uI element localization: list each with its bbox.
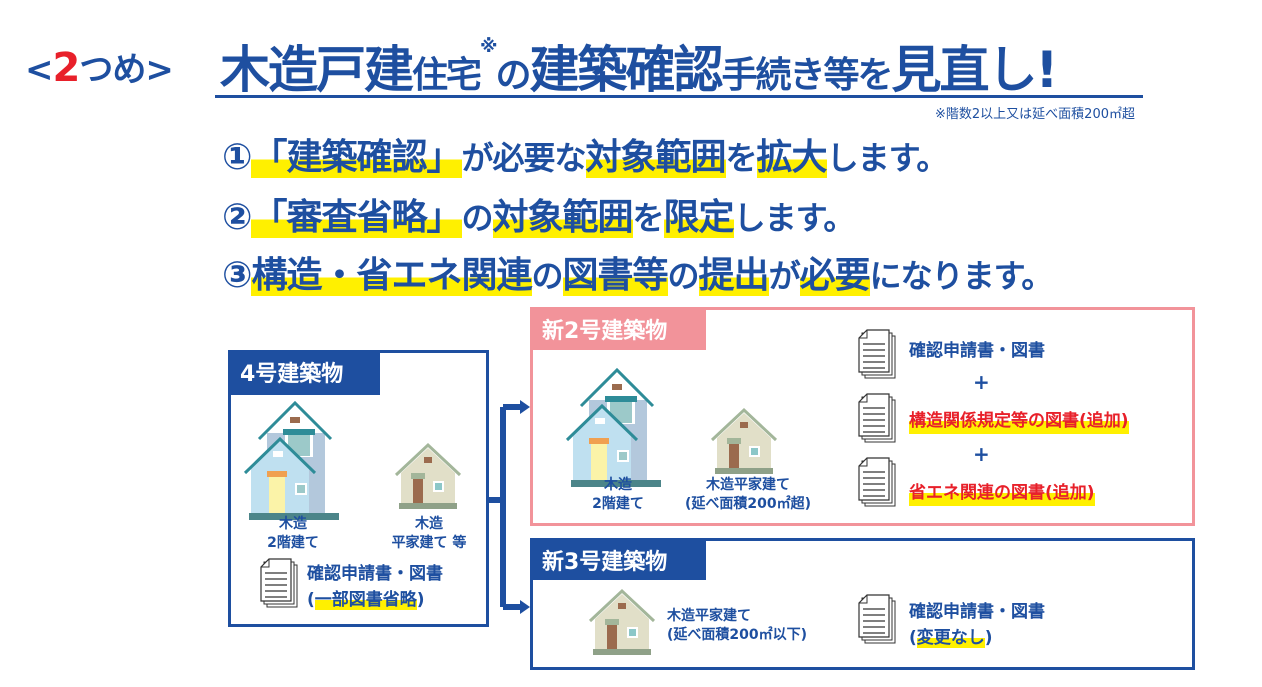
two-story-house-icon	[243, 401, 341, 522]
one-story-house-icon	[588, 589, 656, 657]
title-part: 木造戸建	[220, 41, 414, 99]
highlighted-text: 「建築確認」	[251, 137, 463, 178]
highlighted-text: 対象範囲	[585, 137, 727, 178]
doc-label: 確認申請書・図書(変更なし)	[909, 602, 1045, 648]
title-part: 建築確認	[529, 41, 724, 99]
plus-sign: +	[973, 370, 990, 394]
highlighted-text: 必要	[799, 255, 871, 296]
title-part: の	[495, 55, 532, 96]
point-text: します。	[826, 139, 949, 177]
doc-label-added: 構造関係規定等の図書(追加)	[909, 408, 1129, 434]
title-underline	[215, 95, 1143, 98]
point-text: を	[632, 199, 665, 237]
one-story-house-icon	[710, 408, 778, 476]
box-title: 新3号建築物	[530, 538, 706, 580]
document-icon	[858, 594, 896, 644]
highlighted-text: 構造・省エネ関連	[251, 255, 533, 296]
highlighted-text: 提出	[698, 255, 770, 296]
box-title: 新2号建築物	[530, 307, 706, 350]
doc-label-added: 省エネ関連の図書(追加)	[909, 480, 1095, 506]
point-number: ②	[222, 197, 253, 238]
document-icon	[260, 558, 298, 608]
highlighted-text: 対象範囲	[492, 197, 634, 238]
point-text: が	[768, 257, 801, 295]
doc-label: 確認申請書・図書(一部図書省略)	[307, 564, 443, 610]
highlighted-text: 図書等	[562, 255, 669, 296]
page-title: 木造戸建住宅※の建築確認手続き等を見直し!	[220, 30, 1059, 102]
house-caption: 木造平家建て(延べ面積200㎡以下)	[667, 608, 808, 643]
one-story-house-icon	[394, 443, 462, 511]
point-text: が必要な	[461, 139, 587, 177]
point-1: ①「建築確認」が必要な対象範囲を拡大します。	[222, 128, 949, 180]
tag-rest: つめ>	[79, 50, 173, 90]
highlighted-text: 「審査省略」	[251, 197, 463, 238]
highlighted-text: 拡大	[756, 137, 828, 178]
point-text: の	[667, 257, 700, 295]
house-caption: 木造平家建て(延べ面積200㎡超)	[684, 477, 812, 512]
two-story-house-icon	[565, 368, 663, 489]
tag-open: <	[25, 50, 53, 90]
document-icon	[858, 457, 896, 507]
point-text: になります。	[869, 257, 1054, 295]
document-icon	[858, 329, 896, 379]
title-part: 見直し!	[891, 41, 1059, 99]
title-part: 住宅	[412, 55, 482, 96]
title-part: 手続き等を	[721, 55, 894, 96]
point-text: を	[725, 139, 758, 177]
point-number: ①	[222, 137, 253, 178]
new-type3-box: 新3号建築物 木造平家建て(延べ面積200㎡以下) 確認申請書・図書(変更なし)	[530, 538, 1195, 670]
title-footnote: ※階数2以上又は延べ面積200㎡超	[935, 107, 1135, 122]
section-tag: <2つめ>	[25, 42, 174, 91]
tag-number: 2	[52, 45, 81, 91]
title-asterisk: ※	[480, 36, 497, 57]
doc-label: 確認申請書・図書	[909, 341, 1045, 361]
plus-sign: +	[973, 442, 990, 466]
point-number: ③	[222, 255, 253, 296]
point-2: ②「審査省略」の対象範囲を限定します。	[222, 188, 856, 240]
point-text: の	[461, 199, 494, 237]
box-title: 4号建築物	[228, 350, 380, 395]
point-text: の	[531, 257, 564, 295]
house-caption: 木造平家建て 等	[391, 516, 467, 551]
point-3: ③構造・省エネ関連の図書等の提出が必要になります。	[222, 246, 1054, 298]
highlighted-text: 限定	[663, 197, 735, 238]
point-text: します。	[733, 199, 856, 237]
document-icon	[858, 393, 896, 443]
